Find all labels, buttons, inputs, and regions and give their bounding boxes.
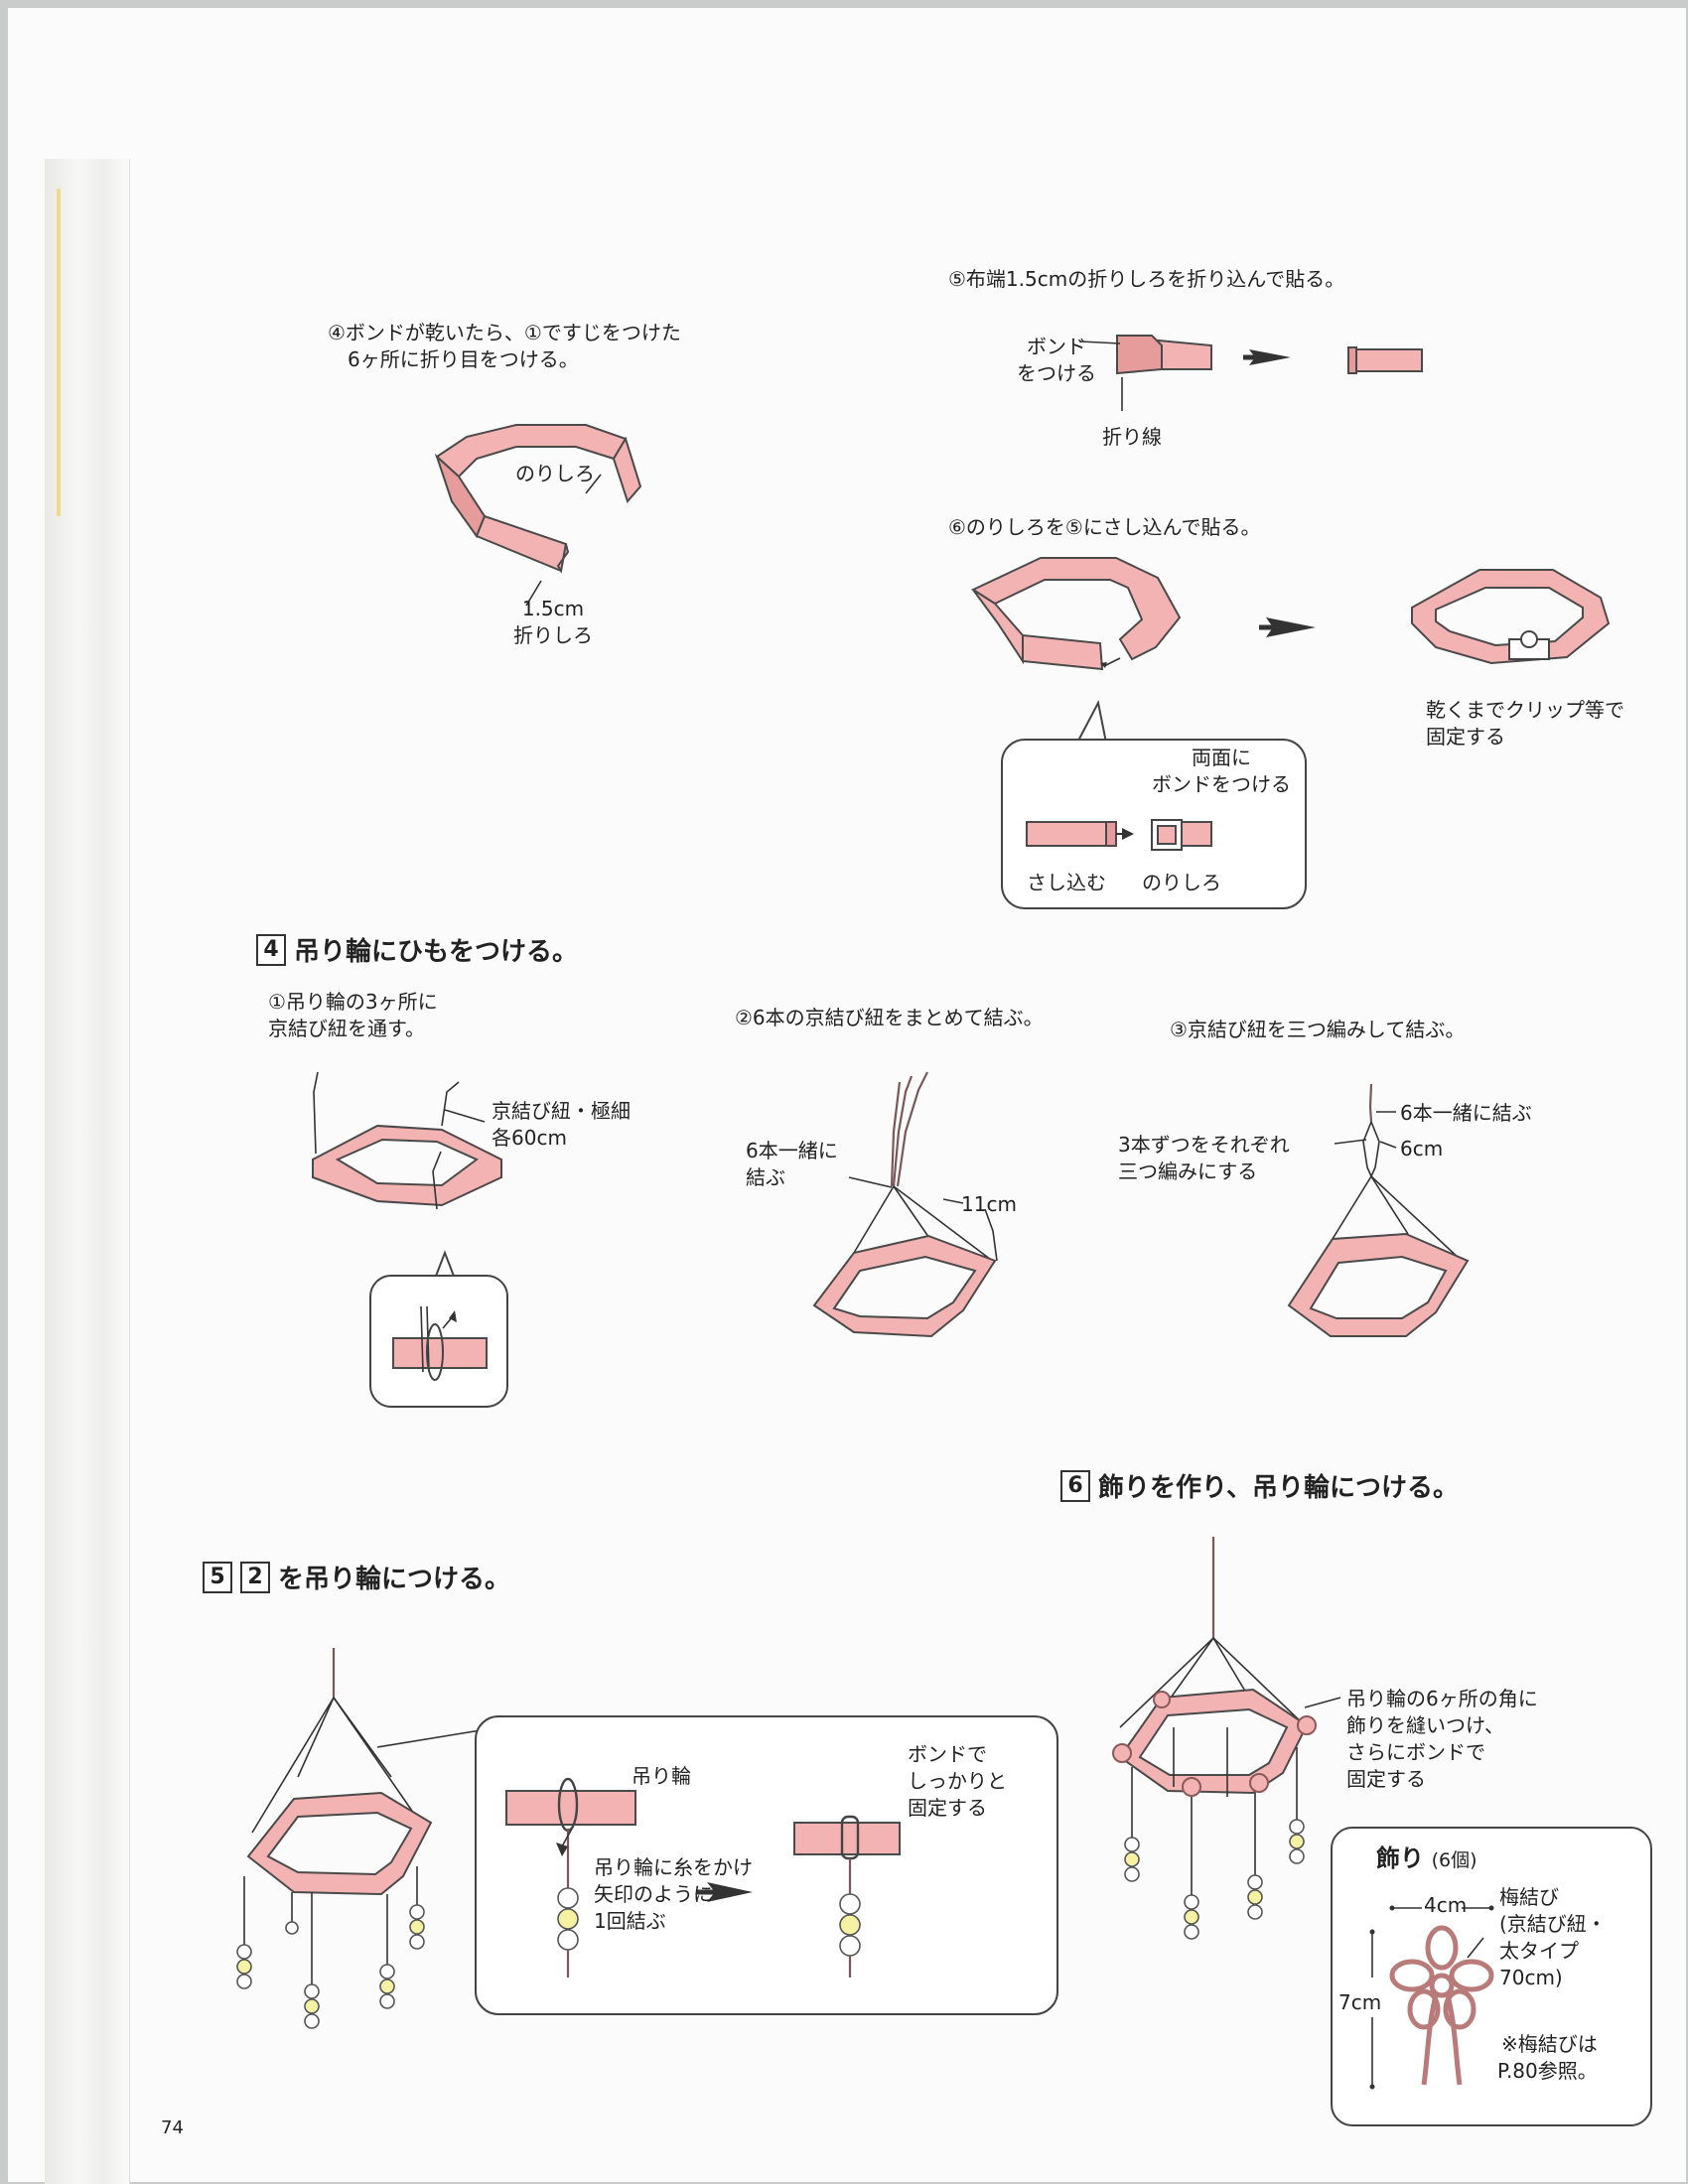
section4-title: 吊り輪にひもをつける。: [294, 937, 579, 967]
s5-label-ring: 吊り輪: [632, 1764, 691, 1788]
book-spine-edge: [45, 159, 130, 2184]
zoom-label-nori: のりしろ: [1142, 871, 1221, 894]
label-clip: 乾くまでクリップ等で 固定する: [1426, 698, 1624, 749]
step4-open-ring: [434, 424, 642, 607]
zoom-label-both: 両面に ボンドをつける: [1152, 746, 1291, 796]
ornament-title: 飾り: [1376, 1844, 1424, 1872]
s6-beads: [1124, 1819, 1305, 1940]
section5-title: を吊り輪につける。: [278, 1565, 511, 1594]
s5-label-tie: 吊り輪に糸をかけ 矢印のように 1回結ぶ: [594, 1855, 753, 1933]
s4-step3-label-tie: 6本一緒に結ぶ: [1400, 1101, 1532, 1125]
section5-number: 5: [203, 1561, 232, 1593]
s5-beads: [236, 1904, 425, 2029]
section6-number: 6: [1060, 1469, 1090, 1502]
section4-heading: 4 吊り輪にひもをつける。: [256, 931, 578, 968]
section6-title: 飾りを作り、吊り輪につける。: [1098, 1473, 1459, 1503]
s4-step2-label-length: 11cm: [961, 1192, 1017, 1216]
ornament-title-row: 飾り (6個): [1376, 1839, 1477, 1873]
s5-zoom-callout: 吊り輪 吊り輪に糸をかけ 矢印のように 1回結ぶ ボンドで しっかりと 固定する: [475, 1715, 1058, 2015]
s4-step1-label: 京結び紐・極細 各60cm: [492, 1099, 631, 1150]
s4-step1-zoom-pointer: [434, 1250, 456, 1280]
s4-step1-ring: [312, 1071, 502, 1210]
section6-heading: 6 飾りを作り、吊り輪につける。: [1060, 1467, 1459, 1504]
s4-step2-text: ②6本の京結び紐をまとめて結ぶ。: [735, 1006, 1044, 1029]
step6-zoom-pointer: [1076, 700, 1107, 744]
s4-step1-text: ①吊り輪の3ヶ所に 京結び紐を通す。: [268, 990, 438, 1040]
label-fold-allowance: 1.5cm 折りしろ: [513, 597, 593, 647]
label-nori: のりしろ: [515, 462, 595, 485]
s6-label-sew: 吊り輪の6ヶ所の角に 飾りを縫いつけ、 さらにボンドで 固定する: [1346, 1687, 1538, 1791]
s6-flower-knots: [1112, 1691, 1317, 1797]
s4-step2-hanging-ring: [812, 1071, 998, 1338]
s4-zoom-illustration: [392, 1305, 488, 1381]
step6-text: ⑥のりしろを⑤にさし込んで貼る。: [948, 515, 1261, 539]
step6-ring-open: [970, 557, 1316, 671]
s4-step3-label-braid: 3本ずつをそれぞれ 三つ編みにする: [1118, 1133, 1290, 1183]
ornament-knot-label: 梅結び (京結び紐・ 太タイプ 70cm): [1499, 1885, 1607, 1989]
zoom-label-insert: さし込む: [1027, 871, 1106, 894]
step5-fold: [1079, 335, 1423, 411]
s4-step1-zoom: [369, 1275, 508, 1408]
s5-mobile: [243, 1648, 488, 2025]
step6-zoom-callout: 両面に ボンドをつける さし込む のりしろ: [1001, 739, 1307, 909]
ornament-count: (6個): [1431, 1849, 1477, 1871]
page-number: 74: [161, 2117, 184, 2138]
step5-text: ⑤布端1.5cmの折りしろを折り込んで貼る。: [948, 267, 1345, 291]
label-fold-line: 折り線: [1102, 425, 1162, 449]
step6-ring-clipped: [1411, 569, 1611, 665]
s4-step3-text: ③京結び紐を三つ編みして結ぶ。: [1170, 1018, 1466, 1041]
s4-step3-label-length: 6cm: [1400, 1137, 1444, 1160]
ume-knot-illustration: [1369, 1905, 1494, 2090]
step4-text: ④ボンドが乾いたら、①ですじをつけた 6ヶ所に折り目をつける。: [328, 321, 681, 371]
s6-mobile: [1118, 1537, 1309, 1926]
s4-step3-braided-ring: [1287, 1083, 1470, 1337]
s5-label-fix: ボンドで しっかりと 固定する: [908, 1742, 1007, 1820]
section4-number: 4: [256, 933, 286, 966]
section5-ref-number: 2: [240, 1561, 270, 1593]
ornament-height: 7cm: [1338, 1990, 1382, 2014]
label-bond: ボンド をつける: [1017, 335, 1096, 385]
s5-zoom-illustration: [505, 1777, 901, 1978]
s6-ornament-box: 飾り (6個) 4cm 7cm 梅結び (京結び紐・ 太タイプ 70cm) ※梅…: [1331, 1827, 1652, 2126]
ornament-width: 4cm: [1424, 1893, 1468, 1917]
zoom-illustration: [1026, 819, 1212, 851]
s4-step2-label-tie: 6本一緒に 結ぶ: [746, 1139, 838, 1189]
section5-heading: 5 2 を吊り輪につける。: [203, 1559, 510, 1595]
ornament-note: ※梅結びは P.80参照。: [1497, 2032, 1598, 2083]
